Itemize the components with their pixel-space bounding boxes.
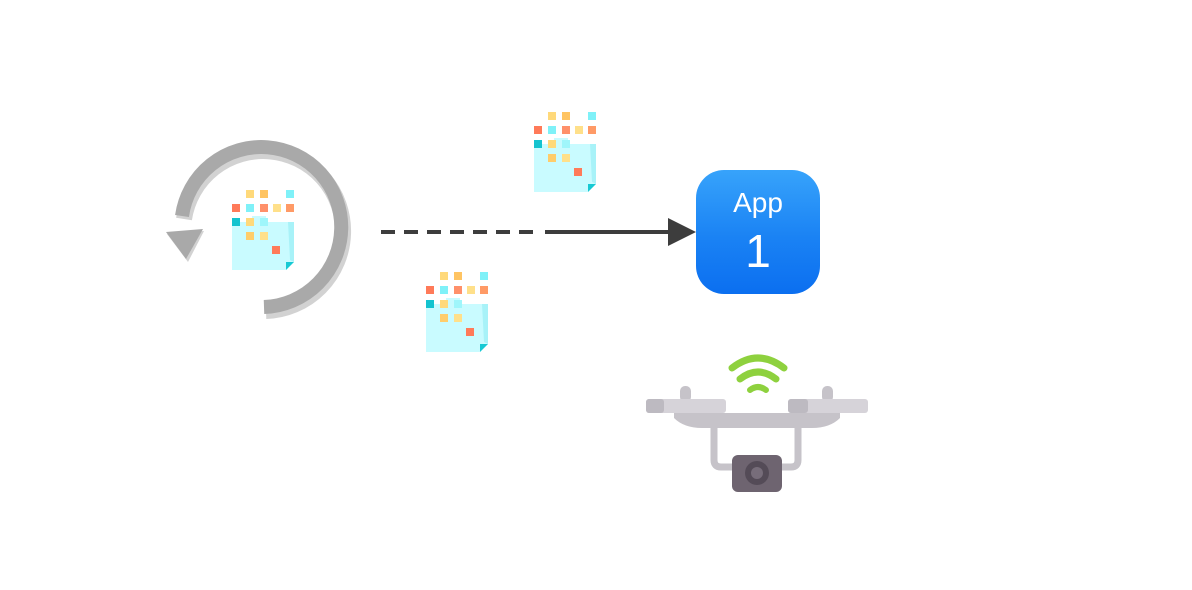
transfer-arrow bbox=[381, 218, 696, 246]
app-name: App bbox=[733, 187, 783, 218]
document-icon bbox=[426, 272, 488, 352]
circular-arrow-icon bbox=[166, 140, 352, 319]
app-icon: App 1 bbox=[696, 170, 820, 294]
wifi-signal-icon bbox=[728, 354, 788, 393]
document-icon bbox=[232, 190, 294, 270]
app-number: 1 bbox=[745, 225, 771, 277]
document-icon bbox=[534, 112, 596, 192]
drone-camera-icon bbox=[646, 386, 868, 492]
